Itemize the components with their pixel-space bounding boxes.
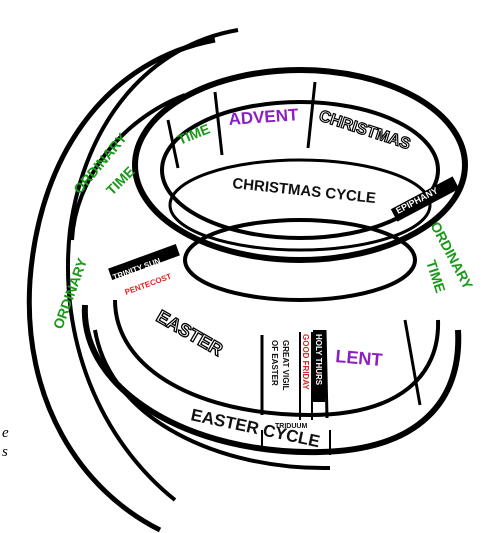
- divider-time-left: [166, 119, 180, 169]
- label-great-vigil-1: GREAT VIGIL: [281, 340, 290, 391]
- easter-ring-lower-edge: [93, 329, 331, 471]
- label-christmas: CHRISTMAS: [317, 108, 413, 154]
- easter-ring: [81, 299, 462, 471]
- label-great-vigil-2: OF EASTER: [270, 340, 279, 386]
- label-time-top: TIME: [175, 120, 212, 147]
- label-lent: LENT: [335, 346, 384, 370]
- epiphany-box: [390, 176, 460, 222]
- caption-line-2: s: [2, 444, 8, 460]
- label-christmas-cycle: CHRISTMAS CYCLE: [232, 175, 377, 207]
- label-good-friday: GOOD FRIDAY: [301, 334, 310, 390]
- ring-hole: [183, 218, 417, 302]
- easter-ring-inner-edge: [113, 299, 441, 418]
- outer-arc-3: [70, 93, 186, 241]
- christmas-cycle-band-inner: [168, 158, 432, 252]
- outer-arc-1: [26, 37, 216, 533]
- holy-thurs-box: [313, 330, 325, 402]
- outer-spiral-arcs: [26, 28, 239, 533]
- divider-thurs-lent: [323, 329, 329, 419]
- divider-lent-ordinary: [403, 319, 422, 406]
- label-advent: ADVENT: [228, 105, 300, 129]
- christmas-ring: [132, 67, 468, 302]
- divider-advent-christmas: [306, 81, 317, 149]
- label-easter: EASTER: [153, 306, 226, 360]
- label-holy-thursday: HOLY THURS: [314, 334, 323, 386]
- christmas-ring-inner-edge: [160, 100, 440, 240]
- label-boxes: [108, 176, 460, 402]
- trinity-sun-box: [108, 244, 180, 280]
- outer-arc-2: [65, 28, 239, 502]
- christmas-ring-outer-edge: [132, 67, 468, 263]
- label-ordinary-time-right-2: TIME: [423, 258, 449, 295]
- label-triduum: TRIDUUM: [275, 423, 307, 430]
- easter-ring-outer-edge: [81, 304, 462, 456]
- caption-line-1: e: [2, 425, 9, 441]
- divider-time-advent: [213, 91, 224, 156]
